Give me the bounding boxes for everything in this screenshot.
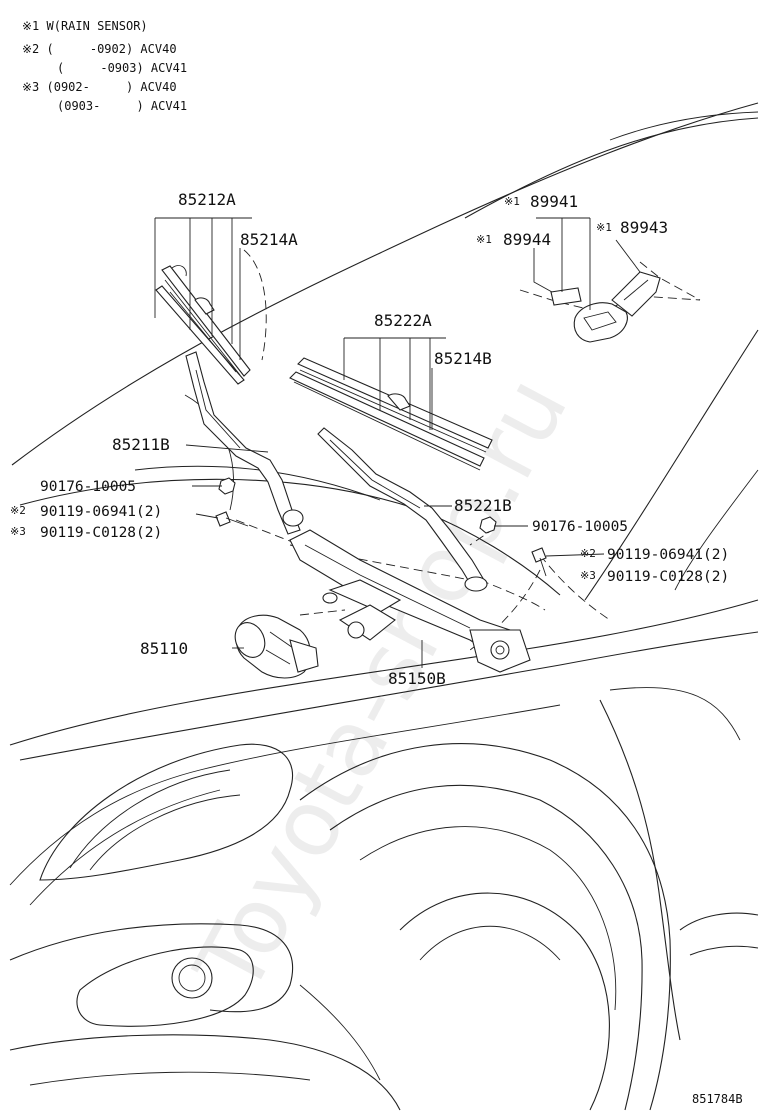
nut-left: [218, 477, 236, 495]
mark-89941: ※1: [504, 195, 520, 208]
bolt-left: [215, 511, 231, 527]
wiper-motor-85110: [234, 614, 319, 679]
label-89941: 89941: [530, 192, 578, 211]
watermark: Toyota-shop.ru: [174, 360, 588, 1011]
rain-sensor-assembly: [550, 271, 661, 343]
part-labels: 85212A 85214A 85222A 85214B 85211B 85221…: [10, 190, 743, 1106]
label-85214a: 85214A: [240, 230, 298, 249]
wiper-link-85150b: [289, 529, 531, 673]
legend-line-4: ※3 (0902- ) ACV40: [22, 80, 177, 94]
legend-line-1: ※1 W(RAIN SENSOR): [22, 19, 148, 33]
label-85110: 85110: [140, 639, 188, 658]
label-90176-left: 90176-10005: [40, 479, 136, 495]
label-89943: 89943: [620, 218, 668, 237]
label-90119-06941-right: 90119-06941(2): [607, 547, 729, 563]
fasteners: [215, 477, 547, 577]
label-85212a: 85212A: [178, 190, 236, 209]
mark-89944: ※1: [476, 233, 492, 246]
wiper-arm-85211b: [185, 351, 304, 535]
car-body-outline: [9, 102, 759, 1111]
legend-line-3: ( -0903) ACV41: [57, 61, 187, 75]
mark-3-left: ※3: [10, 525, 26, 538]
legend-line-5: (0903- ) ACV41: [57, 99, 187, 113]
bolt-right: [531, 547, 547, 563]
label-90119-c0128-left: 90119-C0128(2): [40, 525, 162, 541]
mark-2-right: ※2: [580, 547, 596, 560]
mark-2-left: ※2: [10, 504, 26, 517]
nut-right: [479, 516, 497, 534]
legend: ※1 W(RAIN SENSOR) ※2 ( -0902) ACV40 ( -0…: [22, 19, 187, 113]
mark-3-right: ※3: [580, 569, 596, 582]
wiper-blade-a: [155, 265, 251, 385]
legend-line-2: ※2 ( -0902) ACV40: [22, 42, 177, 56]
label-90119-06941-left: 90119-06941(2): [40, 504, 162, 520]
wiper-blade-b: [289, 357, 493, 471]
label-85150b: 85150B: [388, 669, 446, 688]
label-90119-c0128-right: 90119-C0128(2): [607, 569, 729, 585]
wiper-arm-85221b: [317, 427, 488, 592]
label-89944: 89944: [503, 230, 551, 249]
label-85222a: 85222A: [374, 311, 432, 330]
label-90176-right: 90176-10005: [532, 519, 628, 535]
label-85214b: 85214B: [434, 349, 492, 368]
label-85211b: 85211B: [112, 435, 170, 454]
label-85221b: 85221B: [454, 496, 512, 515]
diagram-code: 851784B: [692, 1092, 743, 1106]
leader-lines: [154, 217, 641, 668]
mark-89943: ※1: [596, 221, 612, 234]
